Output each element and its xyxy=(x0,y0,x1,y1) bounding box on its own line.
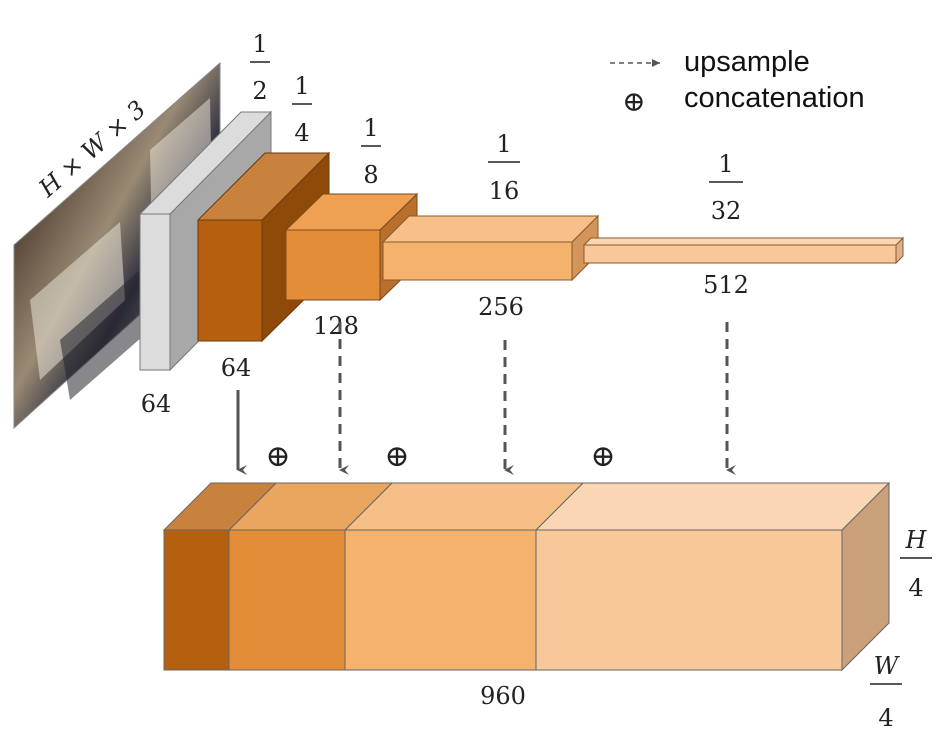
decoder-height-fraction: H 4 xyxy=(900,526,932,602)
svg-text:4: 4 xyxy=(908,574,923,602)
decoder-block xyxy=(162,481,891,672)
legend-concatenation-label: concatenation xyxy=(684,82,865,114)
svg-text:1: 1 xyxy=(496,130,511,158)
scale-eighth: 1 8 xyxy=(361,114,381,189)
legend-upsample-label: upsample xyxy=(684,46,810,78)
encoder-block-pale xyxy=(582,236,905,265)
svg-text:32: 32 xyxy=(711,197,742,225)
channels-dark: 64 xyxy=(221,354,252,382)
channels-pale: 512 xyxy=(703,271,749,299)
decoder-width-fraction: W 4 xyxy=(870,652,902,732)
svg-text:4: 4 xyxy=(878,704,893,732)
svg-text:16: 16 xyxy=(489,177,520,205)
encoder-block-light xyxy=(381,214,600,282)
concat-symbol-1: ⊕ xyxy=(265,439,290,474)
svg-text:4: 4 xyxy=(294,119,309,147)
svg-text:8: 8 xyxy=(363,161,378,189)
channels-gray: 64 xyxy=(141,390,172,418)
svg-text:1: 1 xyxy=(363,114,378,142)
concat-symbol-2: ⊕ xyxy=(384,439,409,474)
concat-symbol-3: ⊕ xyxy=(590,439,615,474)
decoder-width-label: 960 xyxy=(480,682,526,710)
svg-text:1: 1 xyxy=(252,30,267,58)
svg-text:1: 1 xyxy=(294,72,309,100)
svg-text:2: 2 xyxy=(252,77,267,105)
svg-text:1: 1 xyxy=(718,150,733,178)
scale-sixteenth: 1 16 xyxy=(488,130,520,205)
legend: upsample ⊕ concatenation xyxy=(610,46,865,118)
scale-thirtysecond: 1 32 xyxy=(709,150,743,225)
channels-mid: 128 xyxy=(313,312,359,340)
legend-concat-symbol: ⊕ xyxy=(622,85,645,118)
svg-text:W: W xyxy=(874,652,901,680)
scale-quarter: 1 4 xyxy=(292,72,312,147)
svg-text:H: H xyxy=(905,526,928,554)
scale-half: 1 2 xyxy=(250,30,270,105)
channels-light: 256 xyxy=(478,293,524,321)
